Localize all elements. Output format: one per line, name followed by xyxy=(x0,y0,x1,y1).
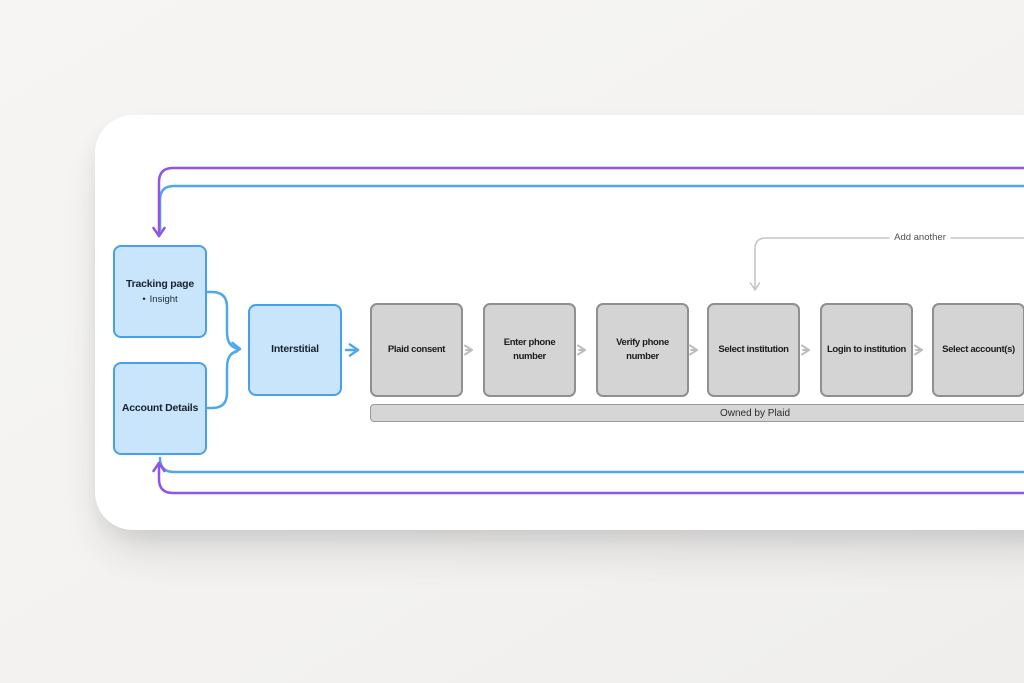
bullet-label: Insight xyxy=(149,294,178,306)
step-plaid-consent-label: Plaid consent xyxy=(387,344,446,356)
step-verify-phone-number: Verify phone number xyxy=(596,303,689,397)
step-select-institution-label: Select institution xyxy=(718,344,789,356)
bullet-dot: • xyxy=(142,294,146,306)
step-plaid-consent: Plaid consent xyxy=(370,303,463,397)
node-tracking-page-title: Tracking page xyxy=(125,277,194,290)
step-login-to-institution-label: Login to institution xyxy=(826,344,906,356)
step-verify-phone-number-label: Verify phone number xyxy=(616,337,669,362)
owned-by-plaid-bar: Owned by Plaid xyxy=(370,404,1024,422)
wire-tracking-to-interstitial xyxy=(204,290,242,356)
wire-account-to-interstitial xyxy=(204,350,239,410)
step-select-accounts-label: Select account(s) xyxy=(942,344,1015,356)
step-select-institution: Select institution xyxy=(707,303,800,397)
node-tracking-page-bullet: •Insight xyxy=(142,294,177,305)
node-interstitial: Interstitial xyxy=(248,304,342,396)
step-login-to-institution: Login to institution xyxy=(820,303,913,397)
step-enter-phone-number: Enter phone number xyxy=(483,303,576,397)
add-another-label: Add another xyxy=(894,232,946,243)
node-account-details-title: Account Details xyxy=(121,401,199,414)
wire-top-blue xyxy=(158,184,1024,232)
step-select-accounts: Select account(s) xyxy=(932,303,1024,397)
wire-top-purple xyxy=(152,166,1024,238)
node-tracking-page: Tracking page •Insight xyxy=(113,245,207,338)
wire-bottom-purple xyxy=(152,461,1024,495)
owned-by-plaid-label: Owned by Plaid xyxy=(719,407,791,419)
wire-bottom-blue xyxy=(158,456,1024,474)
wire-add-another-left xyxy=(749,237,890,291)
step-enter-phone-number-label: Enter phone number xyxy=(503,337,556,362)
node-interstitial-title: Interstitial xyxy=(271,343,319,356)
node-account-details: Account Details xyxy=(113,362,207,455)
